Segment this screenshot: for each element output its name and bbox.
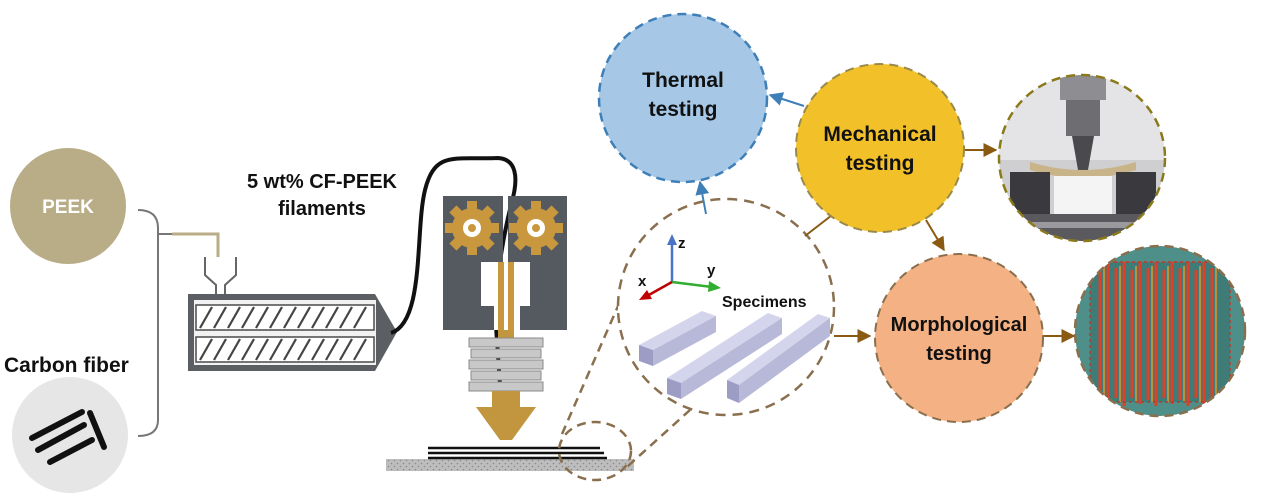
mechanical-testing-label-line1: Mechanical [823,123,936,146]
specimen-bar [639,311,716,366]
arrow-mechanical-to-morphological [925,219,945,252]
specimens-label: Specimens [722,294,807,311]
feed-line [172,232,220,258]
filament-label-line2: filaments [278,198,366,220]
arrow-mechanical-to-thermal [768,92,805,107]
morphological-testing-label-line2: testing [926,343,992,365]
gear-icon [445,201,499,255]
mechanical-testing-circle [795,63,965,233]
morphological-ct-photo [1073,244,1247,418]
specimen-bar [667,313,782,399]
print-nozzle-icon [468,330,544,440]
specimen-bar [727,314,830,403]
arrow-zoom-to-thermal [695,180,710,215]
axis-z-label: z [678,235,686,252]
printed-layers [428,446,607,460]
thermal-testing-label-line2: testing [649,98,718,121]
zoom-line-lower [627,409,691,467]
carbon-fiber-label: Carbon fiber [4,354,129,377]
axis-x-label: x [638,273,647,290]
axis-y-label: y [707,262,716,279]
axis-triad-icon [639,234,721,300]
peek-circle [10,148,126,264]
morphological-testing-label-line1: Morphological [891,314,1028,336]
extruder-screw-icon [188,294,397,371]
thermal-testing-circle [597,12,769,184]
mechanical-test-photo [997,73,1167,243]
build-plate [386,459,634,471]
peek-label: PEEK [42,197,94,218]
mechanical-testing-label-line2: testing [846,152,915,175]
fiber-strands-icon [29,409,107,465]
gear-icon [509,201,563,255]
material-bracket [137,209,172,437]
zoom-source-ellipse [557,420,633,482]
hopper [204,257,237,297]
morphological-testing-circle [874,253,1044,423]
thermal-testing-label-line1: Thermal [642,69,724,92]
filament-label-line1: 5 wt% CF-PEEK [247,171,398,193]
